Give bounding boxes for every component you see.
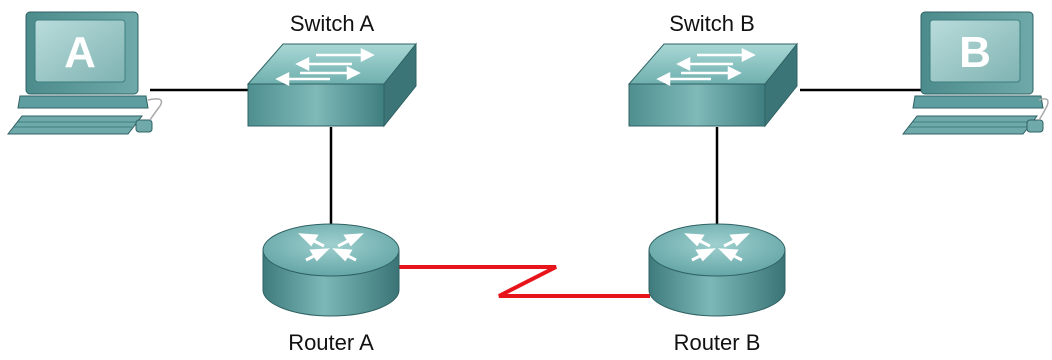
switch-a-arrows-icon: [275, 47, 375, 87]
pc-a-mouse: [135, 119, 153, 133]
router-a-arrows-icon: [298, 233, 364, 262]
link-router-a-to-router-b-serial: [397, 265, 650, 298]
pc-a-screen: [34, 19, 126, 83]
router-b-label: Router B: [674, 330, 761, 355]
switch-a-side: [383, 42, 417, 128]
pc-b-letter: B: [959, 28, 991, 77]
router-b-arrows-icon: [684, 233, 750, 262]
pc-a-letter: A: [64, 28, 96, 77]
pc-a-base: [17, 95, 149, 109]
switch-b-side: [764, 42, 798, 128]
links: [150, 88, 925, 298]
pc-b-base: [912, 95, 1044, 109]
switch-b-front: [628, 83, 766, 127]
pc-b-keyboard: [901, 115, 1039, 135]
pc-a[interactable]: A: [6, 11, 163, 135]
router-a-top: [262, 223, 400, 277]
router-a-label: Router A: [288, 330, 374, 355]
switch-a[interactable]: Switch A: [246, 11, 418, 128]
router-a[interactable]: Router A: [262, 223, 400, 355]
pc-b-screen: [929, 19, 1021, 83]
switch-b-arrows-icon: [656, 47, 756, 87]
router-b[interactable]: Router B: [648, 223, 786, 355]
pc-a-keyboard: [6, 115, 144, 135]
pc-b-mouse: [1026, 119, 1044, 133]
switch-a-front: [247, 83, 385, 127]
switch-b[interactable]: Switch B: [627, 11, 799, 128]
switch-b-label: Switch B: [669, 11, 755, 36]
switch-a-label: Switch A: [290, 11, 375, 36]
router-b-top: [648, 223, 786, 277]
pc-b[interactable]: B: [901, 11, 1049, 135]
